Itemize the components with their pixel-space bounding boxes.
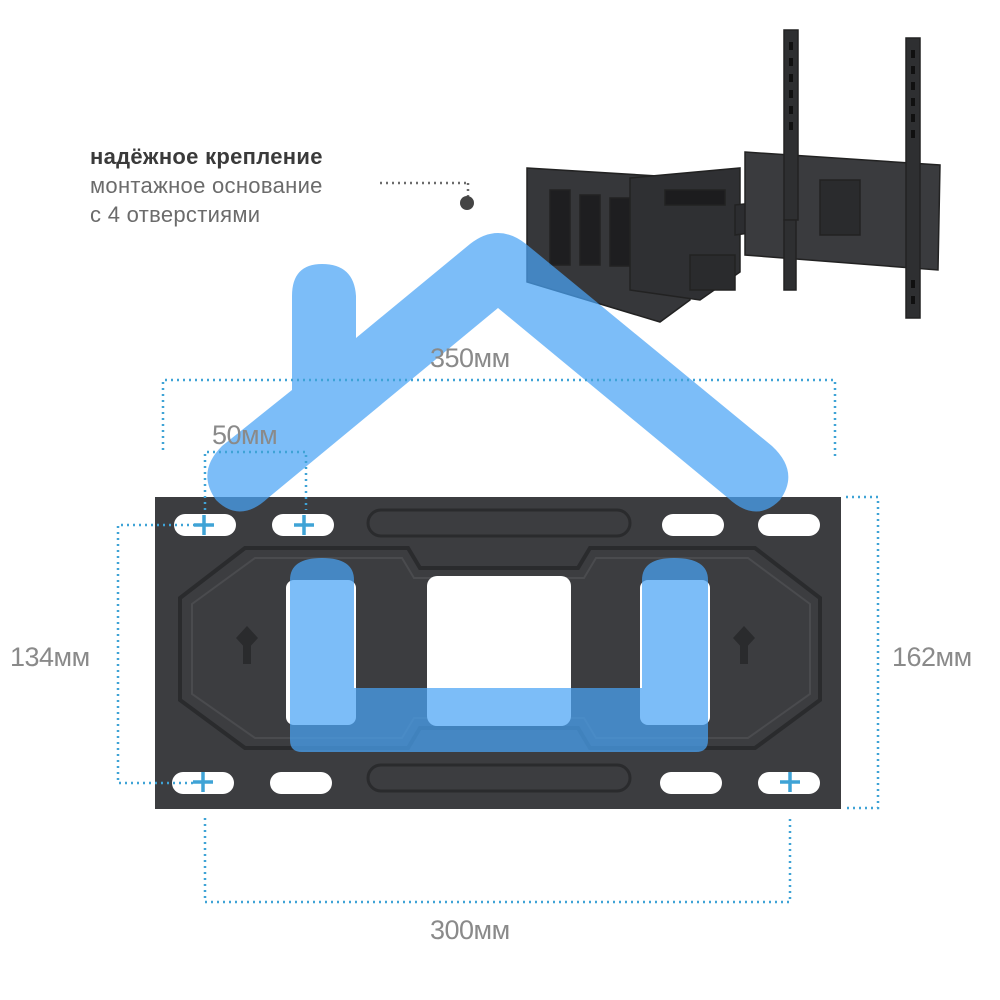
dimension-lines [116, 378, 880, 904]
caption-line-1: монтажное основание [90, 173, 323, 198]
dimension-162: 162мм [892, 642, 972, 672]
feature-caption: надёжное крепление монтажное основание с… [90, 142, 323, 229]
hole-markers [193, 515, 800, 792]
mounting-plate [155, 497, 841, 809]
dimension-50: 50мм [212, 420, 278, 450]
caption-title: надёжное крепление [90, 144, 323, 169]
dimension-134: 134мм [10, 642, 90, 672]
tv-wall-mount-bracket [526, 29, 941, 323]
caption-leader [380, 181, 474, 210]
house-icon [207, 233, 789, 752]
dimension-300: 300мм [430, 915, 510, 945]
dimension-350: 350мм [430, 343, 510, 373]
caption-line-2: с 4 отверстиями [90, 202, 261, 227]
